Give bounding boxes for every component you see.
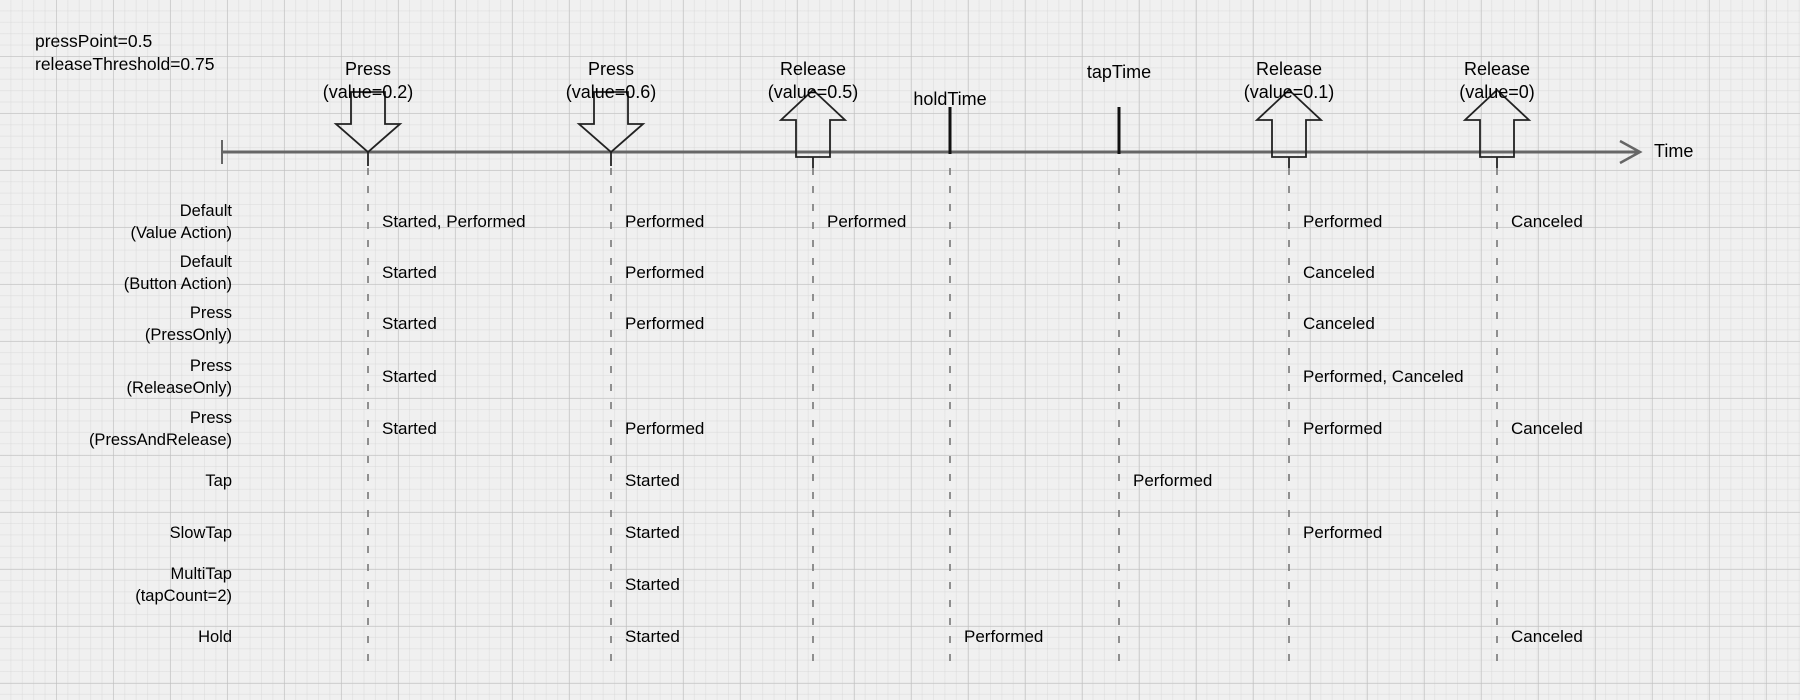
phase-cell: Performed	[1133, 471, 1213, 490]
phase-cell: Canceled	[1511, 627, 1583, 646]
phase-cell: Performed	[1303, 212, 1383, 231]
event-label-hold-time: holdTime	[913, 89, 987, 109]
event-label-tap-time: tapTime	[1086, 62, 1152, 82]
phase-cell: Canceled	[1511, 212, 1583, 231]
row-label-slow-tap: SlowTap	[169, 524, 232, 542]
phase-cell: Performed	[625, 419, 705, 438]
row-label-multi-tap: MultiTap (tapCount=2)	[135, 565, 232, 605]
phase-cell: Canceled	[1303, 263, 1375, 282]
row-label-press-press-only: Press (PressOnly)	[144, 304, 232, 344]
event-label-press-2: Press (value=0.6)	[565, 59, 657, 102]
phase-cell: Started	[382, 367, 437, 386]
phase-cell: Canceled	[1303, 314, 1375, 333]
phase-cell: Started	[382, 419, 437, 438]
phase-cell: Performed	[625, 314, 705, 333]
row-label-default-value-action: Default (Value Action)	[130, 202, 233, 242]
event-marker-arrow-down-press-1	[333, 91, 403, 154]
phase-cell: Started, Performed	[382, 212, 526, 231]
row-label-hold: Hold	[198, 628, 232, 646]
row-label-tap: Tap	[205, 472, 232, 490]
event-label-press-1: Press (value=0.2)	[322, 59, 414, 102]
phase-cell: Performed	[625, 212, 705, 231]
parameters-note: pressPoint=0.5 releaseThreshold=0.75	[35, 31, 215, 74]
phase-cell: Performed	[625, 263, 705, 282]
phase-cell: Started	[625, 627, 680, 646]
event-label-release-1: Release (value=0.5)	[767, 59, 859, 102]
time-axis-label: Time	[1654, 141, 1694, 161]
event-label-release-2: Release (value=0.1)	[1243, 59, 1335, 102]
phase-cell: Canceled	[1511, 419, 1583, 438]
event-label-release-3: Release (value=0)	[1459, 59, 1535, 102]
phase-cell: Performed	[1303, 523, 1383, 542]
event-marker-arrow-down-press-2	[576, 91, 646, 154]
row-label-default-button-action: Default (Button Action)	[123, 253, 232, 293]
phase-cell: Performed	[964, 627, 1044, 646]
row-label-press-press-and-release: Press (PressAndRelease)	[88, 409, 232, 449]
phase-cell: Performed	[1303, 419, 1383, 438]
time-axis-arrowhead	[1619, 139, 1643, 165]
phase-cell: Performed	[827, 212, 907, 231]
phase-cell: Started	[382, 263, 437, 282]
phase-cell: Started	[625, 471, 680, 490]
phase-cell: Started	[382, 314, 437, 333]
phase-cell: Started	[625, 523, 680, 542]
phase-cell: Started	[625, 575, 680, 594]
phase-cell: Performed, Canceled	[1303, 367, 1464, 386]
row-label-press-release-only: Press (ReleaseOnly)	[126, 357, 232, 397]
